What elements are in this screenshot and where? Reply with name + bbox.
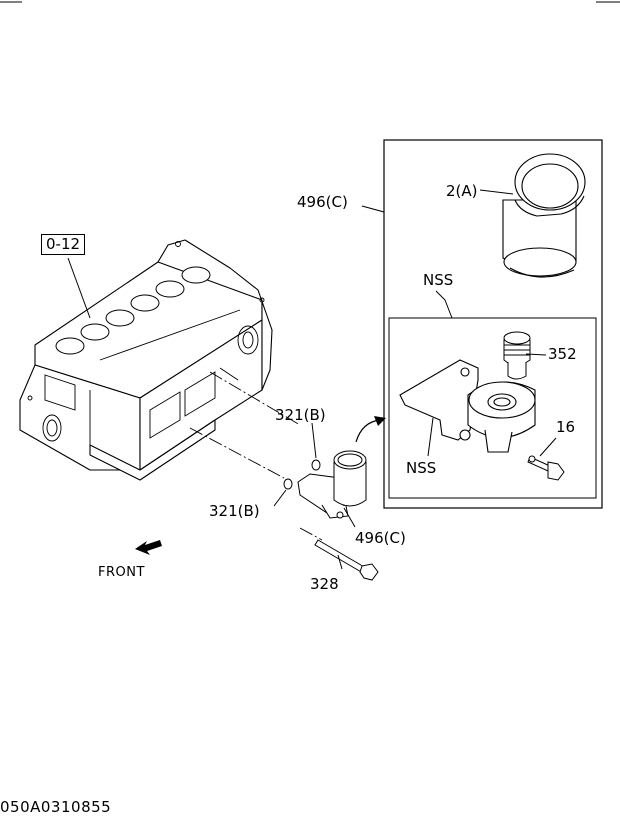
o-ring-lower [283,478,293,490]
front-label: FRONT [98,565,145,580]
detail-frame-outer [383,139,603,509]
filter-assembly-small [297,450,367,519]
plug-label: 16 [556,418,576,436]
detail-leaders [361,189,557,457]
front-arrow-icon [135,540,162,555]
alignment-lines [189,371,323,541]
nss-bottom-label: NSS [406,459,437,477]
filter-adapter-drawing [399,359,536,453]
figure-code: 050A0310855 [0,798,112,816]
detail-arrow [355,419,381,443]
bolt-drawing [314,539,379,581]
leader-0-12 [67,257,91,319]
plug-drawing [527,455,565,481]
engine-cylinder-bores [55,266,211,355]
detail-arrow-head [374,416,386,426]
bolt-label: 328 [310,575,339,593]
engine-block-drawing [19,239,273,481]
filter-element-label: 2(A) [446,182,478,200]
ref-0-12-label: 0-12 [41,234,86,255]
nss-top-label: NSS [423,271,454,289]
o-ring-upper [311,459,321,471]
o-ring-upper-label: 321(B) [275,406,326,424]
connector-drawing [503,331,531,380]
filter-assembly-lower-label: 496(C) [355,529,406,547]
filter-assembly-top-label: 496(C) [297,193,348,211]
o-ring-lower-label: 321(B) [209,502,260,520]
oil-filter-element-drawing [502,153,586,278]
outer-leaders [273,422,356,570]
connector-label: 352 [548,345,577,363]
detail-frame-inner [388,317,597,499]
engine-details [27,241,265,445]
